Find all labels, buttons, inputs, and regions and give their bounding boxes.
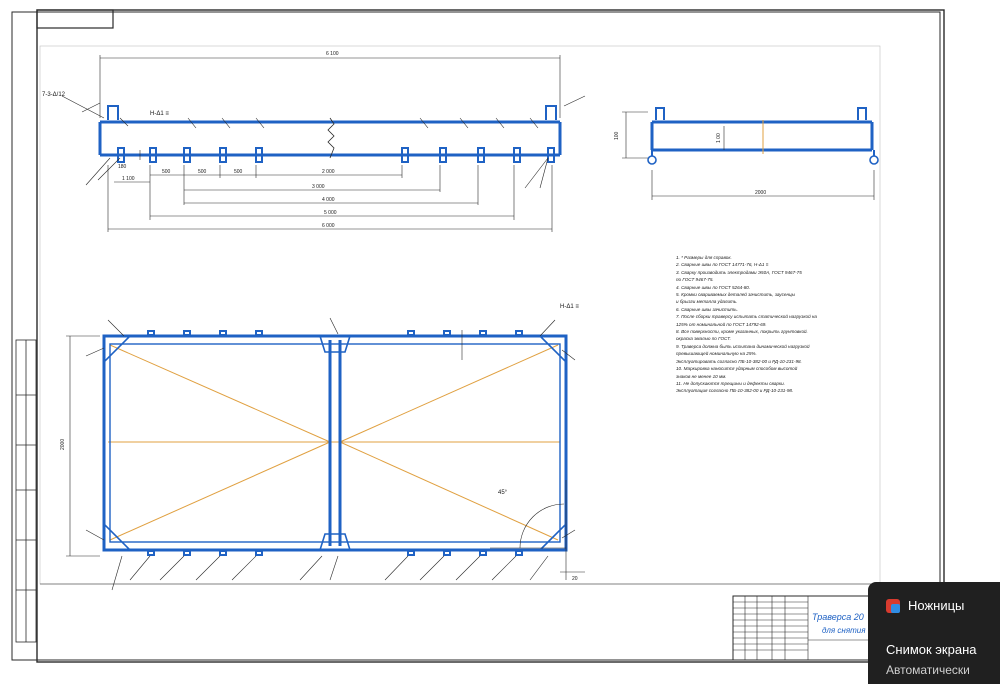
note-line: по ГОСТ 9467-75. — [676, 277, 714, 283]
top-spacing-1: 180 — [118, 164, 127, 170]
notification-app-name: Ножницы — [908, 598, 965, 613]
top-spacing-3: 500 — [162, 169, 171, 175]
note-line: окраска эмалью по ГОСТ. — [676, 336, 731, 342]
snipping-tool-icon — [886, 598, 900, 613]
notification-subtitle: Автоматически — [886, 663, 970, 677]
top-spacing-4: 500 — [198, 169, 207, 175]
note-line: 9. Траверса должна быть испытана динамич… — [676, 343, 810, 349]
top-chain-2: 3 000 — [312, 184, 325, 190]
plan-view — [102, 330, 568, 556]
note-line: 8. Все поверхности, кроме указанных, пок… — [676, 329, 808, 335]
top-overall-dim: 6 100 — [326, 51, 339, 57]
technical-notes: 1. * Размеры для справок. 2. Сварные швы… — [676, 254, 876, 395]
note-line: 125% от номинальной по ГОСТ 14792-69. — [676, 321, 767, 327]
side-view — [647, 107, 879, 165]
note-line: знаков не менее 10 мм. — [676, 373, 727, 379]
plan-offset-dim: 20 — [572, 576, 578, 582]
note-line: 1. * Размеры для справок. — [676, 255, 732, 260]
top-weld-symbol: 7-3-Δ/12 — [42, 92, 66, 98]
top-chain-4: 5 000 — [324, 210, 337, 216]
note-line: 2. Сварные швы по ГОСТ 14771-76, Н-Δ1 ≡ — [676, 262, 769, 268]
plan-view-dimensions — [66, 317, 585, 591]
top-view — [98, 105, 562, 163]
note-line: Эксплуатировать согласно ПБ-10-382-00 и … — [676, 358, 802, 364]
plan-view-diagonals — [108, 344, 560, 541]
notification-app-header: Ножницы — [886, 598, 964, 613]
top-chain-1: 2 000 — [322, 169, 335, 175]
side-view-dimensions — [622, 111, 875, 200]
top-spacing-5: 500 — [234, 169, 243, 175]
plan-section-mark: Н-Δ1 ≡ — [560, 304, 579, 310]
note-line: 6. Сварные швы зачистить. — [676, 306, 738, 312]
snipping-tool-notification[interactable]: Ножницы Снимок экрана Автоматически — [868, 582, 1000, 684]
top-view-dimensions — [61, 55, 586, 232]
top-spacing-2: 1 100 — [122, 176, 135, 182]
title-block — [732, 595, 941, 661]
note-line: 5. Кромки свариваемых деталей зачистить,… — [676, 292, 795, 298]
note-line: 3. Сварку производить электродами Э50А, … — [676, 269, 802, 275]
notification-title: Снимок экрана — [886, 642, 977, 657]
drawing-title-line1: Траверса 20 — [812, 612, 864, 622]
note-line: 10. Маркировка наносится ударным способо… — [676, 366, 798, 372]
top-chain-3: 4 000 — [322, 197, 335, 203]
side-width-dim: 2000 — [755, 190, 766, 196]
top-chain-5: 6 000 — [322, 223, 335, 229]
top-view-break — [327, 117, 335, 159]
left-stamp-columns — [15, 339, 37, 643]
side-inner-dim: 1 00 — [716, 133, 722, 143]
plan-height-dim: 2000 — [60, 439, 66, 450]
note-line: превышающей номинальную на 25%. — [676, 351, 757, 357]
note-line: и брызги металла удалить. — [676, 299, 738, 305]
note-line: 11. Не допускаются трещины и дефекты сва… — [676, 380, 785, 386]
note-line: Эксплуатация согласно ПБ-10-382-00 и РД-… — [676, 388, 794, 394]
side-height-dim: 100 — [614, 131, 620, 140]
top-section-mark: Н-Δ1 ≡ — [150, 111, 169, 117]
plan-angle-label: 45° — [498, 490, 508, 496]
note-line: 4. Сварные швы по ГОСТ 5264-80. — [676, 284, 751, 290]
note-line: 7. После сборки траверсу испытать статич… — [676, 314, 817, 320]
drawing-title-line2: для снятия — [822, 626, 866, 635]
